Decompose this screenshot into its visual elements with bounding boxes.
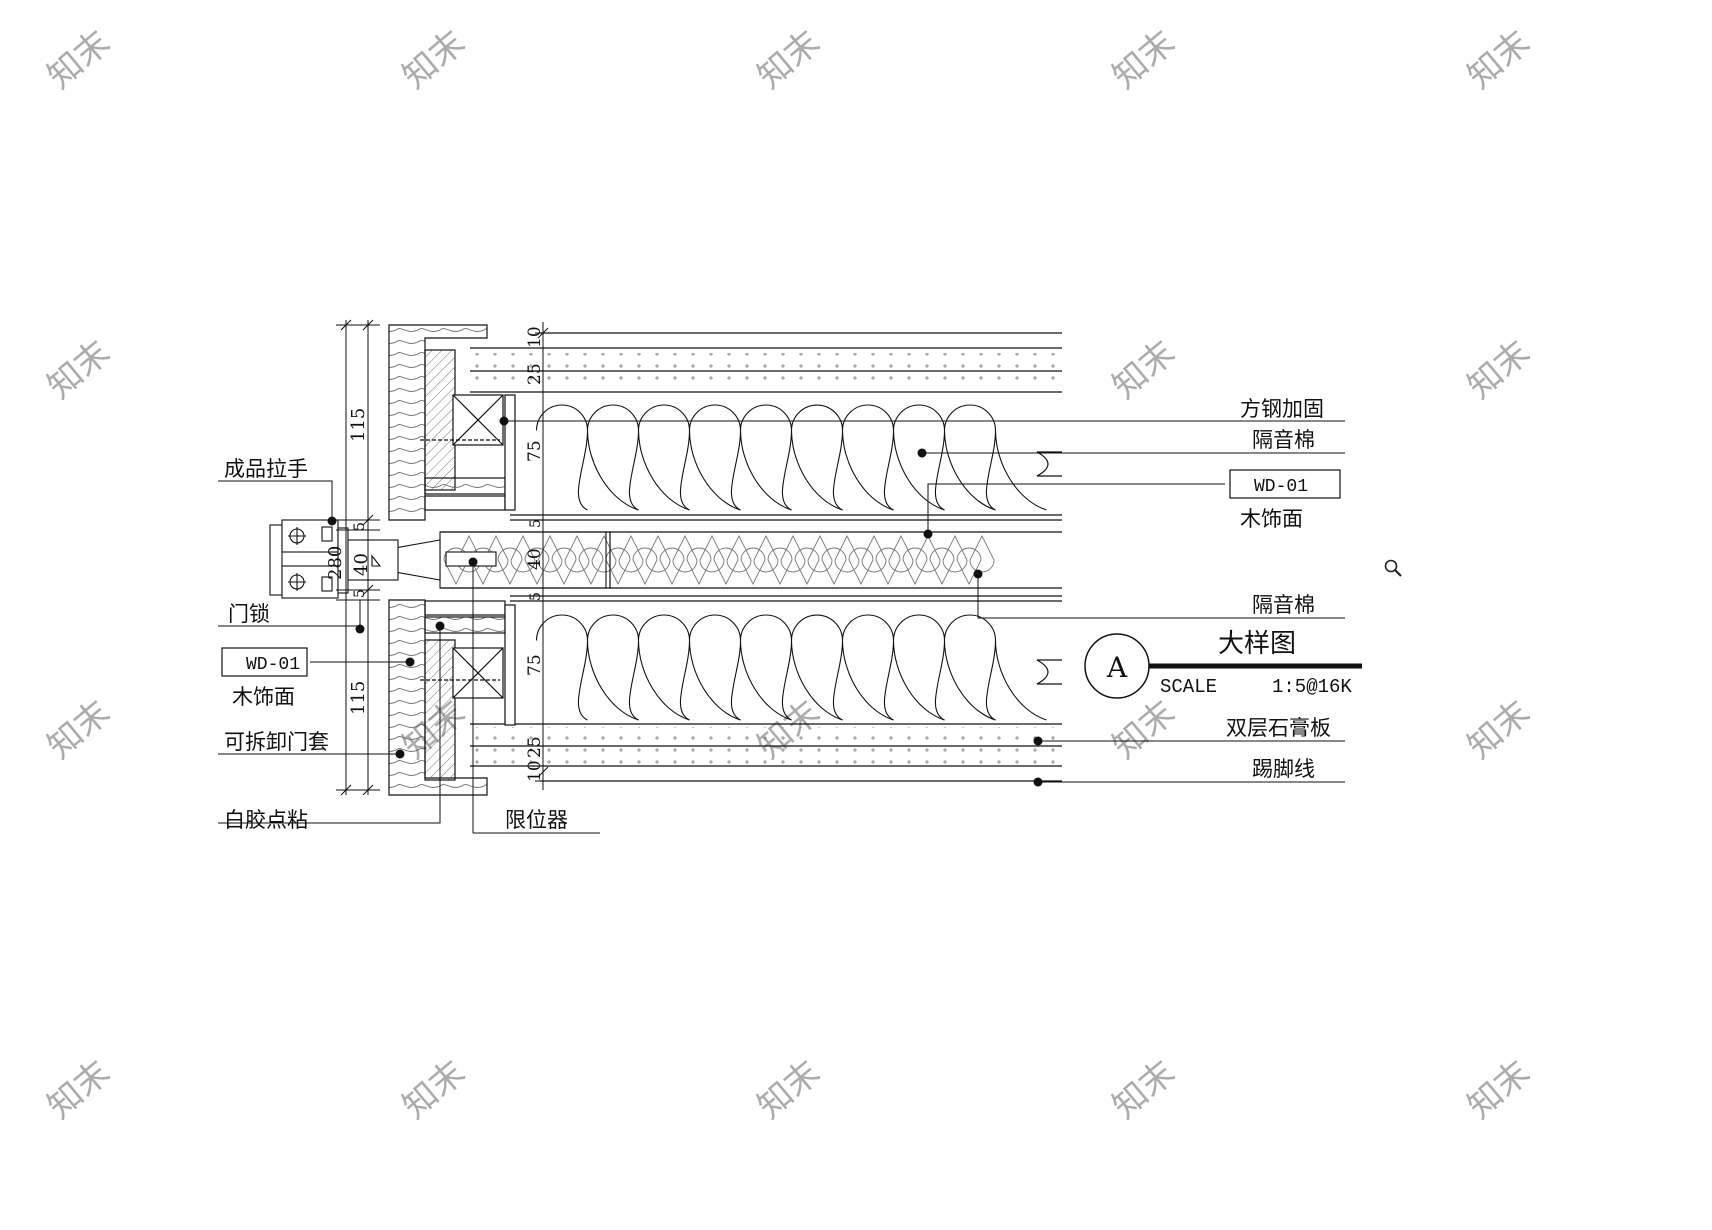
label-wood-face-right: 木饰面 bbox=[1240, 507, 1303, 531]
dim-25-top: 25 bbox=[525, 363, 545, 385]
label-steel: 方钢加固 bbox=[1240, 397, 1324, 421]
dimension-lines-middle bbox=[535, 322, 552, 790]
watermark: 知末 bbox=[1460, 23, 1538, 97]
dim-5-left-b: 5 bbox=[352, 589, 368, 598]
label-tag-left: WD-01 bbox=[246, 655, 300, 675]
label-tag-right: WD-01 bbox=[1254, 477, 1308, 497]
label-gypsum: 双层石膏板 bbox=[1226, 716, 1331, 740]
watermark: 知末 bbox=[40, 23, 118, 97]
wall-top-layers bbox=[440, 332, 1062, 782]
label-glue: 白胶点粘 bbox=[224, 808, 308, 832]
label-insulation-top: 隔音棉 bbox=[1252, 428, 1315, 452]
label-insulation-mid: 隔音棉 bbox=[1252, 593, 1315, 617]
watermark: 知末 bbox=[1460, 693, 1538, 767]
dimension-texts: 115 115 5 5 280 40 10 25 75 5 40 5 75 25… bbox=[325, 326, 545, 782]
labels-right: 方钢加固 隔音棉 WD-01 木饰面 隔音棉 双层石膏板 踢脚线 bbox=[1226, 397, 1331, 781]
leader-dots bbox=[327, 416, 1043, 787]
dim-10-bottom: 10 bbox=[525, 760, 545, 782]
insulation-door-core bbox=[443, 534, 995, 586]
watermark: 知末 bbox=[40, 1053, 118, 1127]
dim-5-mid-a: 5 bbox=[528, 519, 544, 528]
label-skirting: 踢脚线 bbox=[1252, 757, 1315, 781]
watermark: 知末 bbox=[395, 1053, 473, 1127]
label-removable-casing: 可拆卸门套 bbox=[224, 730, 329, 754]
door-casing-top bbox=[388, 324, 516, 521]
label-handle: 成品拉手 bbox=[224, 457, 308, 481]
watermark: 知末 bbox=[750, 1053, 828, 1127]
label-limiter: 限位器 bbox=[505, 808, 568, 832]
door-leaf bbox=[394, 531, 611, 589]
dim-75-top: 75 bbox=[525, 440, 545, 462]
scale-label: SCALE bbox=[1160, 676, 1217, 698]
label-wood-face-left: 木饰面 bbox=[232, 685, 295, 709]
magnifier-icon[interactable] bbox=[1383, 558, 1403, 578]
door-handle bbox=[269, 519, 399, 599]
scale-value: 1:5@16K bbox=[1272, 676, 1352, 698]
dim-115-top: 115 bbox=[348, 408, 369, 442]
detail-marker: A bbox=[1106, 651, 1128, 684]
tag-box-left bbox=[221, 647, 308, 677]
dim-5-mid-b: 5 bbox=[528, 592, 544, 601]
dim-25-bottom: 25 bbox=[525, 736, 545, 758]
dimension-lines-left bbox=[336, 319, 380, 796]
leader-lines bbox=[218, 420, 1345, 834]
watermark-layer: 知末知末知末知末知末知末知末知末知末知末知末知末知末知末知末知末知末知末 bbox=[40, 23, 1538, 1127]
labels-left: 成品拉手 门锁 WD-01 木饰面 可拆卸门套 白胶点粘 限位器 bbox=[224, 457, 568, 832]
watermark: 知末 bbox=[1460, 333, 1538, 407]
watermark: 知末 bbox=[1105, 23, 1183, 97]
watermark: 知末 bbox=[1460, 1053, 1538, 1127]
dim-40-mid: 40 bbox=[525, 548, 545, 570]
watermark: 知末 bbox=[40, 693, 118, 767]
dim-75-bottom: 75 bbox=[525, 654, 545, 676]
watermark: 知末 bbox=[750, 23, 828, 97]
watermark: 知末 bbox=[40, 333, 118, 407]
label-lock: 门锁 bbox=[228, 602, 270, 626]
dim-115-bottom: 115 bbox=[348, 681, 369, 715]
title-block: A 大样图 SCALE 1:5@16K bbox=[1084, 629, 1362, 699]
dim-40-door: 40 bbox=[351, 553, 372, 576]
tag-box-right bbox=[1229, 469, 1341, 499]
dim-10-top: 10 bbox=[525, 326, 545, 348]
dim-280: 280 bbox=[325, 546, 346, 580]
watermark: 知末 bbox=[395, 23, 473, 97]
watermark: 知末 bbox=[1105, 333, 1183, 407]
drawing-title: 大样图 bbox=[1218, 629, 1296, 659]
watermark: 知末 bbox=[1105, 693, 1183, 767]
watermark: 知末 bbox=[1105, 1053, 1183, 1127]
dim-5-left-a: 5 bbox=[352, 522, 368, 531]
